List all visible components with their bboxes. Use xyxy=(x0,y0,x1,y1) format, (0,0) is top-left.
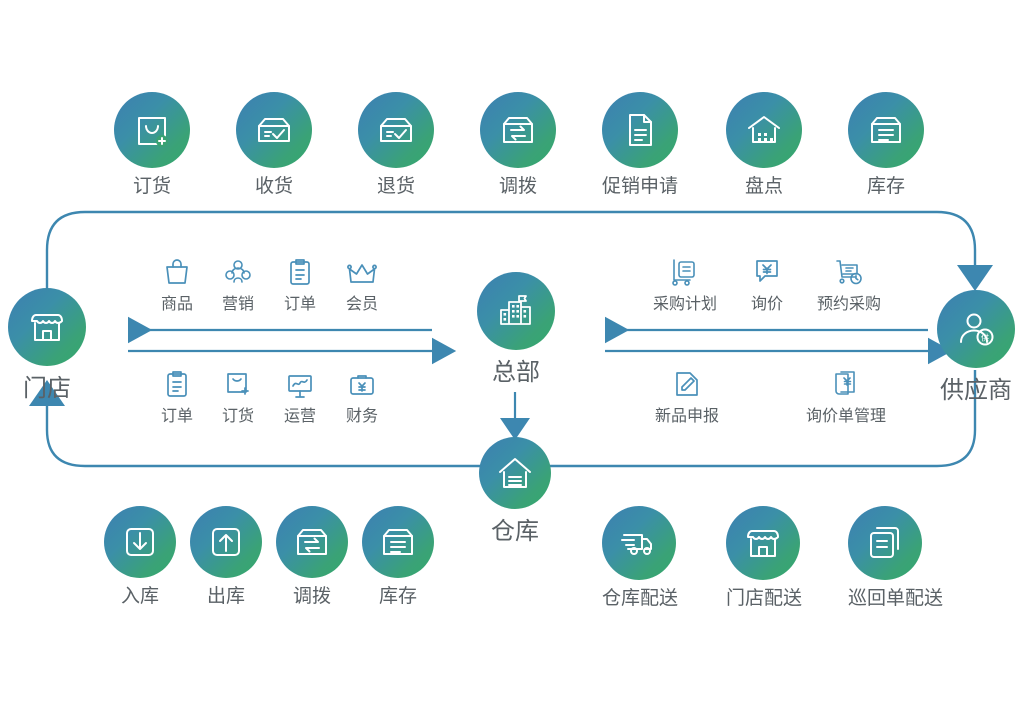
finance-yen-case-icon xyxy=(327,364,397,398)
node-label: 入库 xyxy=(120,586,159,607)
order-clipboard-icon xyxy=(265,252,335,286)
node-bottom-mendianpeisong[interactable]: 门店配送 xyxy=(726,506,803,610)
node-label: 仓库配送 xyxy=(602,588,679,609)
mini-label: 新品申报 xyxy=(654,408,719,425)
mini-xunjia[interactable]: 询价 xyxy=(732,252,802,314)
node-label: 门店配送 xyxy=(726,588,803,609)
promotion-document-icon xyxy=(602,92,678,168)
node-bottom-cangkupeisong[interactable]: 仓库配送 xyxy=(602,506,679,610)
node-label: 总部 xyxy=(492,359,540,386)
receive-box-check-icon xyxy=(236,92,312,168)
mini-label: 运营 xyxy=(283,408,316,425)
marketing-people-icon xyxy=(203,252,273,286)
mini-caigoujihua[interactable]: 采购计划 xyxy=(629,252,741,314)
mini-caiwu[interactable]: 财务 xyxy=(327,364,397,426)
mini-yingxiao[interactable]: 营销 xyxy=(203,252,273,314)
mini-label: 采购计划 xyxy=(652,296,717,313)
order-clipboard-icon xyxy=(142,364,212,398)
node-warehouse[interactable]: 仓库 xyxy=(478,437,552,545)
node-bottom-ruku[interactable]: 入库 xyxy=(104,506,176,608)
rail-store-to-supplier-top xyxy=(45,210,977,290)
transfer-box-arrows-icon xyxy=(276,506,348,578)
mini-label: 预约采购 xyxy=(816,296,881,313)
node-label: 盘点 xyxy=(744,176,783,197)
mini-label: 会员 xyxy=(345,296,378,313)
order-bag-plus-icon xyxy=(114,92,190,168)
node-store[interactable]: 门店 xyxy=(7,288,87,402)
inquiry-yen-bubble-icon xyxy=(732,252,802,286)
arrow-head-hq-warehouse xyxy=(500,418,530,440)
inventory-box-lines-icon xyxy=(848,92,924,168)
inquiry-sheet-manage-icon xyxy=(790,364,902,398)
node-label: 巡回单配送 xyxy=(848,588,944,609)
order-bag-plus-icon xyxy=(203,364,273,398)
node-top-pandian[interactable]: 盘点 xyxy=(726,92,802,198)
node-label: 调拨 xyxy=(292,586,331,607)
mini-xinpinshenbao[interactable]: 新品申报 xyxy=(631,364,743,426)
node-top-shouhuo[interactable]: 收货 xyxy=(236,92,312,198)
node-label: 退货 xyxy=(376,176,415,197)
node-top-diaobo[interactable]: 调拨 xyxy=(480,92,556,198)
member-crown-icon xyxy=(327,252,397,286)
outbound-arrow-up-icon xyxy=(190,506,262,578)
mini-label: 营销 xyxy=(221,296,254,313)
mini-label: 询价单管理 xyxy=(805,408,886,425)
goods-bag-icon xyxy=(142,252,212,286)
mini-shangpin[interactable]: 商品 xyxy=(142,252,212,314)
scheduled-purchase-cart-icon xyxy=(793,252,905,286)
node-bottom-chuku[interactable]: 出库 xyxy=(190,506,262,608)
node-label: 订货 xyxy=(132,176,171,197)
delivery-truck-icon xyxy=(602,506,676,580)
store-front-icon xyxy=(8,288,86,366)
svg-text:供: 供 xyxy=(981,332,989,342)
mini-xunjiadanguanli[interactable]: 询价单管理 xyxy=(790,364,902,426)
node-top-tuihuo[interactable]: 退货 xyxy=(358,92,434,198)
node-label: 收货 xyxy=(254,176,293,197)
node-label: 出库 xyxy=(206,586,245,607)
mini-label: 订货 xyxy=(221,408,254,425)
node-top-dinghuo[interactable]: 订货 xyxy=(114,92,190,198)
node-top-kucun[interactable]: 库存 xyxy=(848,92,924,198)
store-front-icon xyxy=(726,506,800,580)
node-label: 调拨 xyxy=(498,176,537,197)
node-bottom-diaobo[interactable]: 调拨 xyxy=(276,506,348,608)
node-top-cuxiaoshenqing[interactable]: 促销申请 xyxy=(602,92,678,198)
mini-dinghuo[interactable]: 订货 xyxy=(203,364,273,426)
node-bottom-xunhuidanpeisong[interactable]: 巡回单配送 xyxy=(848,506,944,610)
mini-label: 订单 xyxy=(160,408,193,425)
node-headquarters[interactable]: 总部 xyxy=(476,272,556,386)
mini-label: 询价 xyxy=(750,296,783,313)
inventory-box-lines-icon xyxy=(362,506,434,578)
rail-arrow-up-store xyxy=(29,380,65,406)
mini-label: 商品 xyxy=(160,296,193,313)
mini-label: 订单 xyxy=(283,296,316,313)
transfer-box-arrows-icon xyxy=(480,92,556,168)
mini-dingdan-upper[interactable]: 订单 xyxy=(265,252,335,314)
inbound-arrow-down-icon xyxy=(104,506,176,578)
warehouse-icon xyxy=(479,437,551,509)
node-label: 供应商 xyxy=(940,377,1012,404)
node-label: 库存 xyxy=(866,176,905,197)
node-label: 门店 xyxy=(23,375,71,402)
rail-arrow-down-supplier xyxy=(957,265,993,291)
stocktake-warehouse-icon xyxy=(726,92,802,168)
new-product-pencil-icon xyxy=(631,364,743,398)
mini-yunying[interactable]: 运营 xyxy=(265,364,335,426)
mini-huiyuan[interactable]: 会员 xyxy=(327,252,397,314)
mini-dingdan-lower[interactable]: 订单 xyxy=(142,364,212,426)
route-documents-icon xyxy=(848,506,922,580)
return-box-check-icon xyxy=(358,92,434,168)
supplier-person-icon: 供 xyxy=(937,290,1015,368)
node-label: 促销申请 xyxy=(602,176,679,197)
hq-building-flag-icon xyxy=(477,272,555,350)
node-supplier[interactable]: 供 供应商 xyxy=(936,290,1016,404)
mini-label: 财务 xyxy=(345,408,378,425)
operations-chart-icon xyxy=(265,364,335,398)
node-bottom-kucun[interactable]: 库存 xyxy=(362,506,434,608)
node-label: 库存 xyxy=(378,586,417,607)
purchase-plan-dolly-icon xyxy=(629,252,741,286)
mini-yuyuecaigou[interactable]: 预约采购 xyxy=(793,252,905,314)
node-label: 仓库 xyxy=(491,518,539,545)
